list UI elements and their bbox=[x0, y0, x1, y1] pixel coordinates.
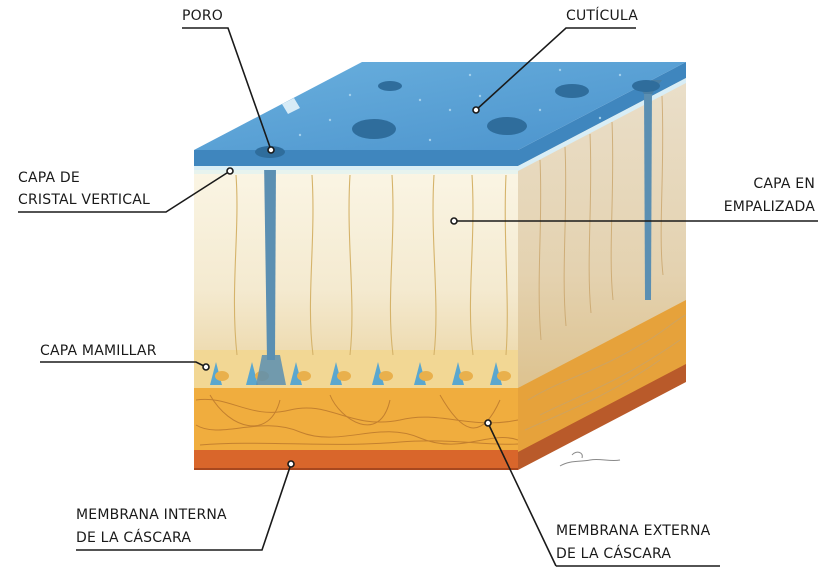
label-interna-line2: DE LA CÁSCARA bbox=[76, 528, 191, 548]
label-interna-line1: MEMBRANA INTERNA bbox=[76, 505, 227, 525]
label-cristal-line2: CRISTAL VERTICAL bbox=[18, 190, 150, 210]
leader-dot-interna bbox=[288, 461, 294, 467]
artist-signature bbox=[560, 452, 620, 466]
leader-dot-cuticula bbox=[473, 107, 479, 113]
label-empalizada-line1: CAPA EN bbox=[753, 174, 815, 194]
front-face bbox=[194, 160, 518, 470]
label-mamilar: CAPA MAMILLAR bbox=[40, 341, 157, 361]
leader-dot-mamilar bbox=[203, 364, 209, 370]
leader-dot-externa bbox=[485, 420, 491, 426]
leader-dot-empalizada bbox=[451, 218, 457, 224]
label-cuticula: CUTÍCULA bbox=[566, 6, 638, 26]
leader-dot-poro bbox=[268, 147, 274, 153]
label-externa-line1: MEMBRANA EXTERNA bbox=[556, 521, 710, 541]
leader-mamilar bbox=[40, 362, 206, 367]
label-cristal-line1: CAPA DE bbox=[18, 168, 80, 188]
label-externa-line2: DE LA CÁSCARA bbox=[556, 544, 671, 564]
label-empalizada-line2: EMPALIZADA bbox=[724, 197, 815, 217]
leader-dot-cristal bbox=[227, 168, 233, 174]
label-poro: PORO bbox=[182, 6, 223, 26]
